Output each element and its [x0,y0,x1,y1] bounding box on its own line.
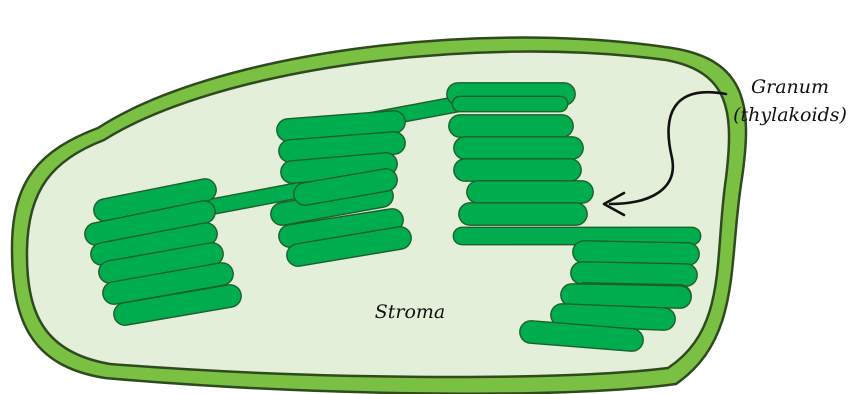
stroma-label: Stroma [375,301,446,323]
granum-4-disc-5 [562,315,664,319]
granum-4-disc-4 [572,295,680,297]
granum-4-disc-2 [582,273,686,275]
thylakoids-label: (thylakoids) [733,104,847,126]
granum-label: Granum [751,76,829,98]
granum-4-disc-1 [584,252,688,254]
granum-2-disc-2 [290,143,394,151]
granum-2-disc-1 [288,122,394,130]
granum-4-disc-6 [531,332,632,340]
granum-2-disc-7 [305,180,386,194]
